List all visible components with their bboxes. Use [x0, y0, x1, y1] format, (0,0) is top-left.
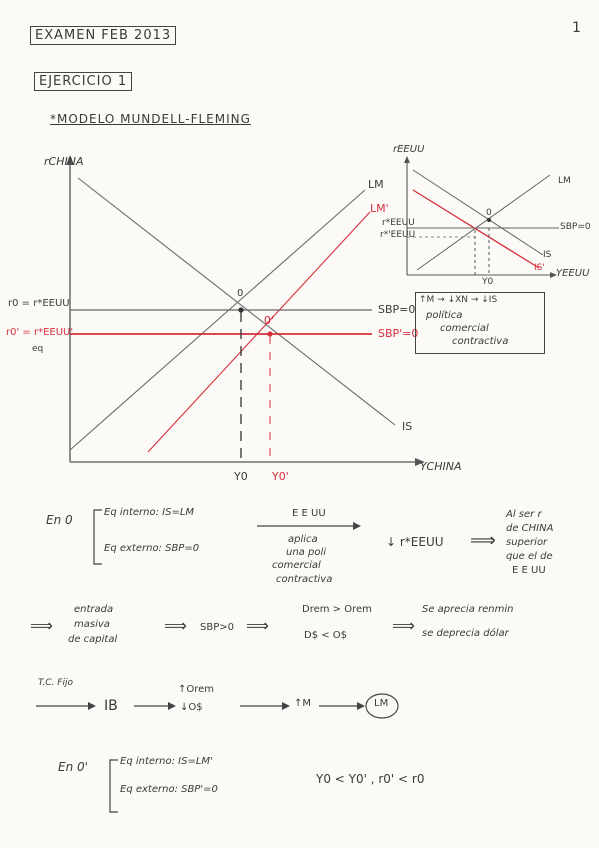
- arrow-eeuu: [257, 522, 361, 530]
- tc-fijo: T.C. Fijo: [38, 678, 73, 688]
- brace-2: [109, 759, 118, 813]
- deprecia: se deprecia dólar: [422, 628, 509, 639]
- policy-note-box: ↑M → ↓XN → ↓IS política comercial contra…: [415, 292, 545, 354]
- conclusion-3: superior: [506, 537, 548, 548]
- implies-4: ⟹: [246, 616, 269, 635]
- implies-2: ⟹: [30, 616, 53, 635]
- small-y-arrow: [404, 156, 410, 163]
- small-is-prime: [412, 189, 540, 269]
- aprecia: Se aprecia renmin: [422, 604, 514, 615]
- aplica-4: contractiva: [276, 574, 333, 585]
- implies-5: ⟹: [392, 616, 415, 635]
- implies-1: ⟹: [470, 530, 496, 551]
- lm-shift: LM: [374, 698, 389, 709]
- small-graph: [404, 156, 559, 278]
- od-down: ↓O$: [180, 702, 203, 713]
- y0p-label: Y0': [272, 470, 289, 483]
- small-is: [412, 169, 544, 256]
- lm-label: LM: [368, 178, 384, 191]
- conclusion-1: Al ser r: [506, 509, 542, 520]
- small-is-label: IS: [543, 250, 552, 260]
- eq-externo: Eq externo: SBP=0: [104, 543, 200, 554]
- eq-interno: Eq interno: IS=LM: [104, 507, 195, 518]
- point-0p-dot: [267, 331, 273, 337]
- r-fall: ↓ r*EEUU: [386, 535, 444, 549]
- sbp-prime-label: SBP'=0: [378, 327, 419, 340]
- small-r-prime-label: r*'EEUU: [380, 230, 416, 240]
- entrada-1: entrada: [74, 604, 114, 615]
- small-sbp-label: SBP=0: [560, 222, 591, 232]
- small-y0-label: Y0: [482, 277, 494, 287]
- result-line: Y0 < Y0' , r0' < r0: [316, 772, 425, 786]
- policy-line1: política: [426, 310, 463, 321]
- y0-label: Y0: [234, 470, 248, 483]
- small-r-label: r*EEUU: [382, 218, 415, 228]
- main-y-arrow: [66, 155, 74, 165]
- lm-prime-curve: [147, 211, 371, 453]
- aplica-2: una poli: [286, 547, 327, 558]
- drem: Drem > Orem: [302, 604, 372, 615]
- page-number: 1: [572, 20, 581, 36]
- eq-externo-p: Eq externo: SBP'=0: [120, 784, 218, 795]
- en0p-label: En 0': [58, 760, 88, 774]
- exam-title: EXAMEN FEB 2013: [30, 26, 177, 45]
- is-curve: [77, 177, 396, 426]
- policy-line3: contractiva: [452, 336, 509, 347]
- eq-label: eq: [32, 344, 44, 354]
- brace-1: [93, 509, 102, 565]
- main-y-label: rCHINA: [44, 155, 84, 168]
- en0-label: En 0: [46, 513, 73, 527]
- implies-3: ⟹: [164, 616, 187, 635]
- exercise-title: EJERCICIO 1: [34, 72, 133, 91]
- small-point-dot: [487, 218, 491, 222]
- entrada-3: de capital: [68, 634, 118, 645]
- small-is-prime-label: IS': [534, 263, 545, 273]
- m-up: ↑M: [294, 698, 312, 709]
- small-lm: [416, 174, 551, 271]
- point-0p-label: 0': [264, 314, 275, 327]
- transmission-arrows: [36, 693, 399, 719]
- small-lm-label: LM: [558, 176, 571, 186]
- small-x-label: YEEUU: [556, 268, 590, 279]
- is-label: IS: [402, 420, 413, 433]
- small-x-arrow: [550, 272, 557, 278]
- main-x-label: YCHINA: [420, 460, 462, 473]
- point-0-dot: [238, 307, 244, 313]
- orem-up: ↑Orem: [178, 684, 215, 695]
- lm-prime-label: LM': [370, 202, 389, 215]
- eeuu-label: E E UU: [292, 508, 326, 519]
- eq-interno-p: Eq interno: IS=LM': [120, 756, 213, 767]
- r0p-label: r0' = r*EEUU': [6, 327, 74, 338]
- sbp-label: SBP=0: [378, 303, 416, 316]
- aplica-3: comercial: [272, 560, 321, 571]
- small-point-label: 0: [486, 208, 492, 218]
- point-0-label: 0: [237, 288, 244, 299]
- main-graph: [66, 155, 425, 466]
- dollar: D$ < O$: [304, 630, 348, 641]
- ib-label: IB: [104, 698, 118, 714]
- main-x-arrow: [415, 458, 425, 466]
- policy-chain: ↑M → ↓XN → ↓IS: [419, 295, 498, 305]
- policy-line2: comercial: [440, 323, 489, 334]
- small-y-label: rEEUU: [393, 144, 425, 155]
- conclusion-2: de CHINA: [506, 523, 554, 534]
- conclusion-5: E E UU: [512, 565, 546, 576]
- r0-label: r0 = r*EEUU: [8, 298, 70, 309]
- conclusion-4: que el de: [506, 551, 553, 562]
- model-title: *MODELO MUNDELL-FLEMING: [50, 112, 251, 126]
- lm-curve: [69, 189, 366, 451]
- sbp-pos: SBP>0: [200, 622, 234, 633]
- entrada-2: masiva: [74, 619, 110, 630]
- aplica-1: aplica: [288, 534, 318, 545]
